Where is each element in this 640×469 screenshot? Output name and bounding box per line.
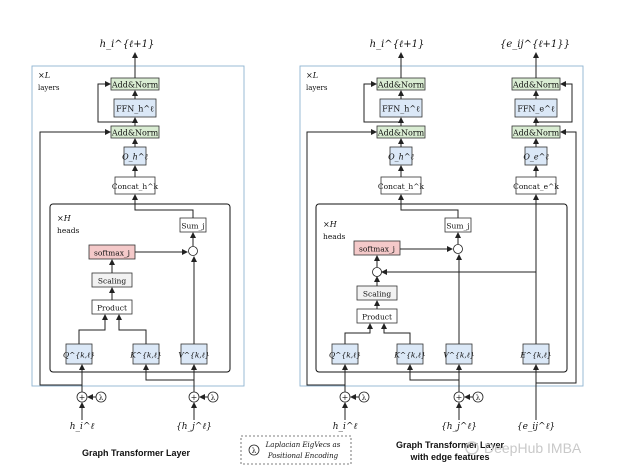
left-mult-node bbox=[188, 246, 198, 256]
right-v-label: V^{k,ℓ} bbox=[443, 351, 474, 360]
left-k-label: K^{k,ℓ} bbox=[129, 351, 161, 360]
left-q-label: Q^{k,ℓ} bbox=[63, 351, 95, 360]
legend-text-line2: Positional Encoding bbox=[267, 452, 339, 460]
right-lambda-j-symbol: λ bbox=[476, 394, 481, 402]
left-heads-label-x: ×H bbox=[57, 214, 72, 223]
right-add-norm-e-mid-label: Add&Norm bbox=[512, 129, 560, 138]
right-layers-label-word: layers bbox=[306, 84, 328, 92]
right-input-i: h_i^ℓ bbox=[333, 422, 358, 432]
right-ffn-h-label: FFN_h^ℓ bbox=[382, 105, 420, 114]
right-scaling-label: Scaling bbox=[363, 290, 391, 299]
left-heads-label-word: heads bbox=[57, 226, 80, 235]
right-add-norm-h-top-label: Add&Norm bbox=[377, 81, 425, 90]
right-diagram: ×L layers h_i^{ℓ+1} {e_ij^{ℓ+1}} Add&Nor… bbox=[299, 39, 584, 462]
left-concat-label: Concat_h^k bbox=[112, 182, 159, 191]
left-heads-panel bbox=[49, 203, 231, 373]
left-layers-panel bbox=[31, 65, 245, 387]
right-o-e-label: O_e^ℓ bbox=[523, 153, 549, 162]
left-product-label: Product bbox=[97, 304, 127, 313]
left-lambda-j-symbol: λ bbox=[211, 394, 216, 402]
right-o-h-label: O_h^ℓ bbox=[388, 153, 414, 162]
right-connectors bbox=[306, 52, 577, 420]
right-layers-label-x: ×L bbox=[306, 71, 318, 80]
left-v-label: V^{k,ℓ} bbox=[178, 351, 209, 360]
right-output-e: {e_ij^{ℓ+1}} bbox=[500, 39, 570, 50]
left-lambda-i-symbol: λ bbox=[99, 394, 104, 402]
left-input-j: {h_j^ℓ} bbox=[176, 422, 212, 432]
right-softmax-label: softmax_j bbox=[359, 245, 395, 254]
left-connectors bbox=[39, 52, 208, 420]
watermark: DeepHub IMBA bbox=[465, 440, 582, 456]
right-input-j: {h_j^ℓ} bbox=[441, 422, 477, 432]
left-sum-label: Sum_j bbox=[181, 222, 204, 231]
legend: λ Laplacian EigVecs as Positional Encodi… bbox=[240, 435, 352, 465]
left-layers-label-x: ×L bbox=[38, 71, 50, 80]
left-add-node-j-plus: + bbox=[191, 393, 198, 402]
right-output-h: h_i^{ℓ+1} bbox=[370, 39, 425, 50]
left-o-label: O_h^ℓ bbox=[122, 153, 148, 162]
right-heads-panel bbox=[315, 203, 568, 373]
right-concat-e-label: Concat_e^k bbox=[513, 182, 559, 191]
left-ffn-label: FFN_h^ℓ bbox=[116, 105, 154, 114]
left-softmax-label: softmax_j bbox=[94, 249, 130, 258]
right-heads-label-x: ×H bbox=[323, 220, 338, 229]
left-diagram: ×L layers h_i^{ℓ+1} Add&Norm FFN_h^ℓ Add… bbox=[31, 39, 245, 458]
right-q-label: Q^{k,ℓ} bbox=[329, 351, 361, 360]
left-layers-label-word: layers bbox=[38, 84, 60, 92]
right-lambda-i-symbol: λ bbox=[362, 394, 367, 402]
left-output-label: h_i^{ℓ+1} bbox=[100, 39, 155, 50]
left-input-i: h_i^ℓ bbox=[70, 422, 95, 432]
right-add-node-j-plus: + bbox=[456, 393, 463, 402]
right-e-label: E^{k,ℓ} bbox=[519, 351, 551, 360]
watermark-text: DeepHub IMBA bbox=[484, 440, 582, 456]
left-scaling-label: Scaling bbox=[98, 277, 126, 286]
right-input-e: {e_ij^ℓ} bbox=[517, 422, 555, 432]
right-caption-line2: with edge features bbox=[409, 452, 489, 462]
right-add-norm-e-top-label: Add&Norm bbox=[512, 81, 560, 90]
right-caption-line1: Graph Transformer Layer bbox=[396, 440, 505, 450]
watermark-logo-icon bbox=[465, 441, 479, 455]
right-concat-h-label: Concat_h^k bbox=[378, 182, 425, 191]
right-add-norm-h-mid-label: Add&Norm bbox=[377, 129, 425, 138]
left-add-norm-top-label: Add&Norm bbox=[111, 81, 159, 90]
left-add-node-i-plus: + bbox=[79, 393, 86, 402]
right-product-label: Product bbox=[362, 313, 392, 322]
right-ffn-e-label: FFN_e^ℓ bbox=[517, 105, 555, 114]
legend-text-line1: Laplacian EigVecs as bbox=[265, 441, 341, 449]
right-add-node-i-plus: + bbox=[342, 393, 349, 402]
left-caption: Graph Transformer Layer bbox=[82, 448, 191, 458]
right-sum-label: Sum_j bbox=[446, 222, 469, 231]
legend-lambda-symbol: λ bbox=[252, 447, 257, 455]
right-layers-panel bbox=[299, 65, 584, 387]
legend-lambda-icon bbox=[248, 444, 260, 456]
right-edge-mult-node bbox=[372, 267, 382, 277]
right-mult-node bbox=[453, 244, 463, 254]
left-add-norm-mid-label: Add&Norm bbox=[111, 129, 159, 138]
right-k-label: K^{k,ℓ} bbox=[393, 351, 425, 360]
right-heads-label-word: heads bbox=[323, 232, 346, 241]
